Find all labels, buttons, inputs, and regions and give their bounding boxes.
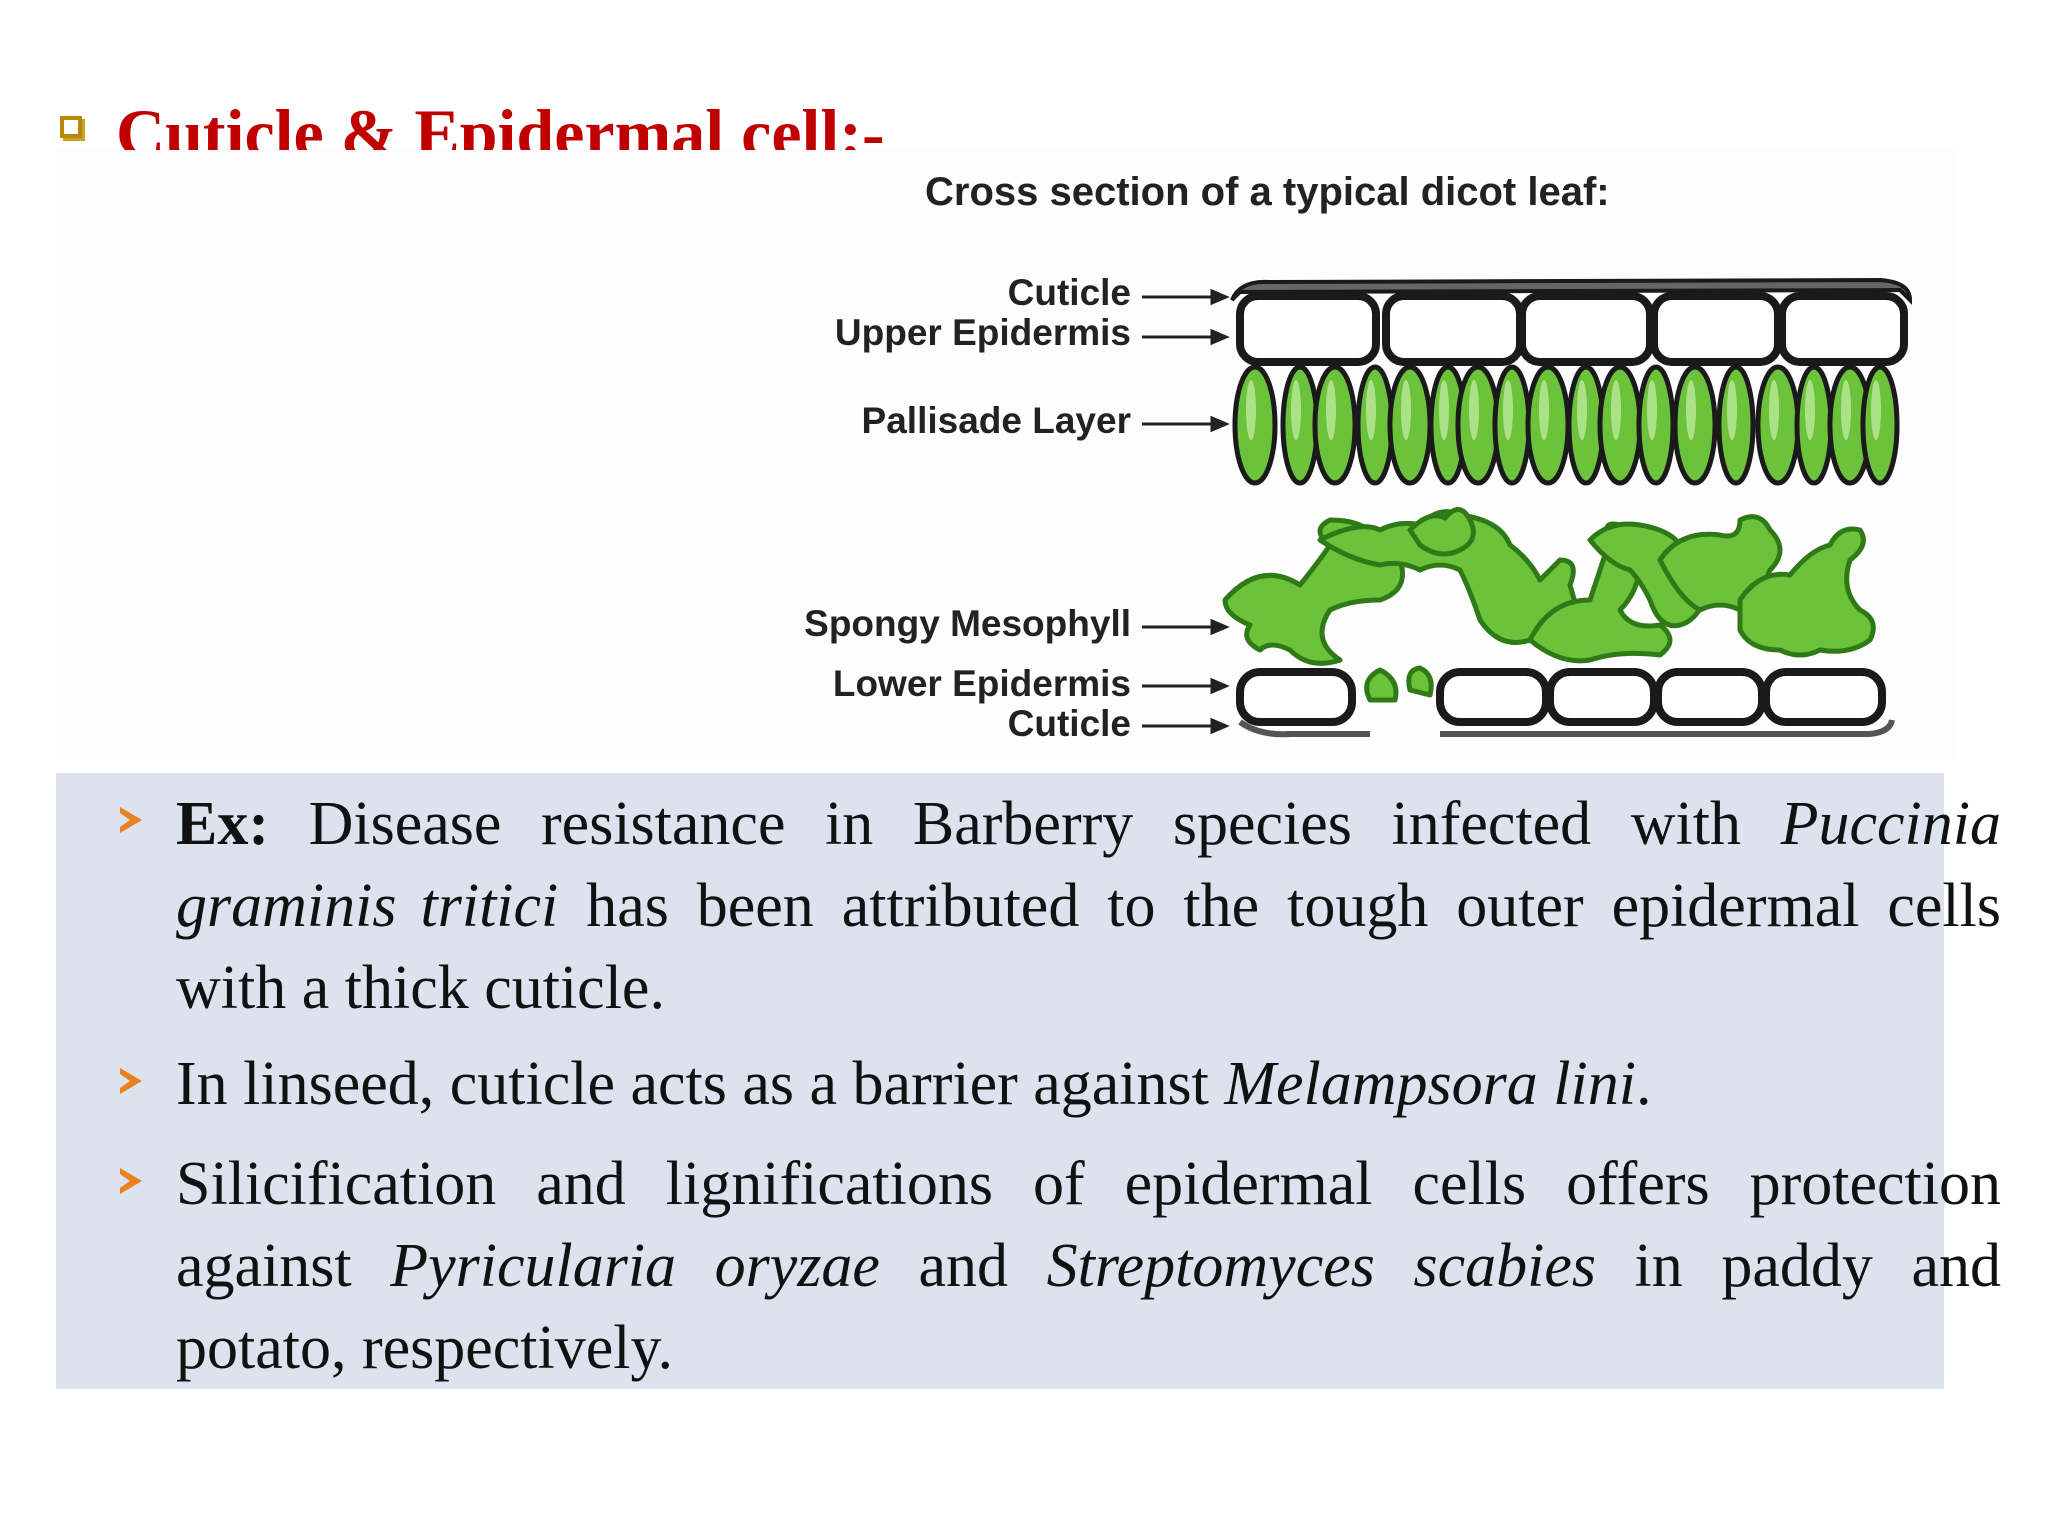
points-panel: Ex: Disease resistance in Barberry speci… [56,773,2001,1389]
label-upper-epidermis: Upper Epidermis [834,312,1131,353]
point-text: . [1635,1050,1652,1118]
label-palisade: Pallisade Layer [861,400,1131,441]
square-bullet-icon [60,116,82,138]
point-lead: Ex: [176,790,269,858]
label-cuticle-top: Cuticle [1007,272,1131,313]
label-cuticle-bottom: Cuticle [1007,703,1131,744]
arrow-bullet-icon [120,1068,142,1094]
arrow-bullet-icon [120,1168,142,1194]
pathogen-name: Streptomyces scabies [1046,1232,1596,1300]
figure-title: Cross section of a typical dicot leaf: [925,170,1610,214]
point-text: in paddy and potato, respectively. [176,1232,2001,1382]
arrow-bullet-icon [120,807,142,833]
point-text: has been attributed to the tough outer e… [176,872,2001,1022]
point-text: and [879,1232,1047,1300]
point-text: Silicification and lignifications of epi… [176,1150,2001,1300]
pathogen-name: tritici [420,872,559,940]
point-text: Disease resistance in Barberry species i… [269,790,1781,858]
label-spongy-mesophyll: Spongy Mesophyll [804,603,1131,644]
point-text: In linseed, cuticle acts as a barrier ag… [176,1050,1225,1118]
pathogen-name: Pyricularia oryzae [390,1232,880,1300]
point-linseed: In linseed, cuticle acts as a barrier ag… [176,1043,1996,1125]
point-silicification: Silicification and lignifications of epi… [176,1143,2001,1389]
pathogen-name: Puccinia graminis [176,790,2001,940]
point-barberry: Ex: Disease resistance in Barberry speci… [176,783,2001,1029]
label-lower-epidermis: Lower Epidermis [832,663,1131,704]
pathogen-name: Melampsora lini [1224,1050,1636,1118]
